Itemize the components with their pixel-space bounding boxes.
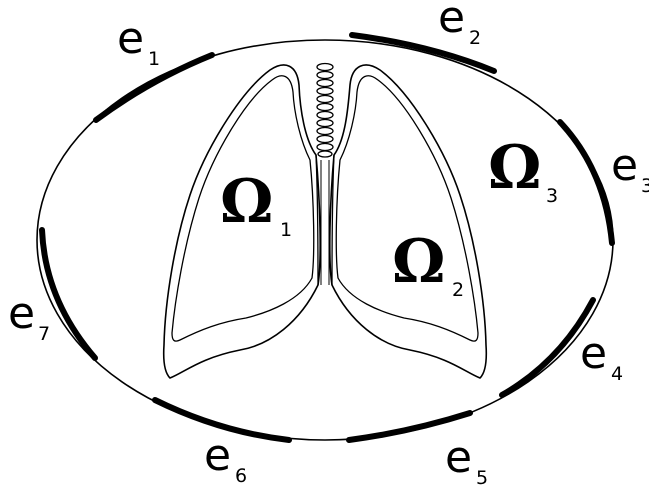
electrode-letter: e (117, 13, 144, 64)
electrode-index: 5 (476, 467, 488, 487)
electrode-label-e1: e 1 (117, 13, 160, 70)
electrode-letter: e (8, 288, 35, 339)
electrode-index: 7 (38, 323, 50, 345)
electrode-index: 6 (235, 465, 247, 487)
region-symbol: Ω (488, 133, 541, 203)
electrode-label-e4: e 4 (580, 328, 623, 385)
region-label-omega-2: Ω 2 (392, 227, 464, 301)
electrode-label-e2: e 2 (438, 0, 481, 49)
electrode-letter: e (204, 430, 231, 481)
electrode-letter: e (611, 140, 638, 191)
region-index: 3 (546, 185, 558, 207)
region-symbol: Ω (220, 167, 273, 237)
electrode-label-e3: e 3 (611, 140, 649, 197)
region-label-omega-1: Ω 1 (220, 167, 292, 241)
electrode-label-e7: e 7 (8, 288, 50, 345)
electrode-letter: e (445, 432, 472, 483)
electrode-label-e6: e 6 (204, 430, 247, 487)
electrode-label-e5: e 5 (445, 432, 488, 487)
electrode-index: 4 (611, 363, 623, 385)
electrode-index: 1 (148, 48, 160, 70)
electrode-letter: e (580, 328, 607, 379)
region-index: 1 (280, 219, 292, 241)
region-label-omega-3: Ω 3 (488, 133, 558, 207)
region-symbol: Ω (392, 227, 445, 297)
lungs-icon (164, 64, 487, 379)
electrode-e3 (560, 122, 612, 243)
electrode-letter: e (438, 0, 465, 43)
region-index: 2 (452, 279, 464, 301)
electrode-index: 3 (641, 175, 649, 197)
electrode-index: 2 (469, 27, 481, 49)
